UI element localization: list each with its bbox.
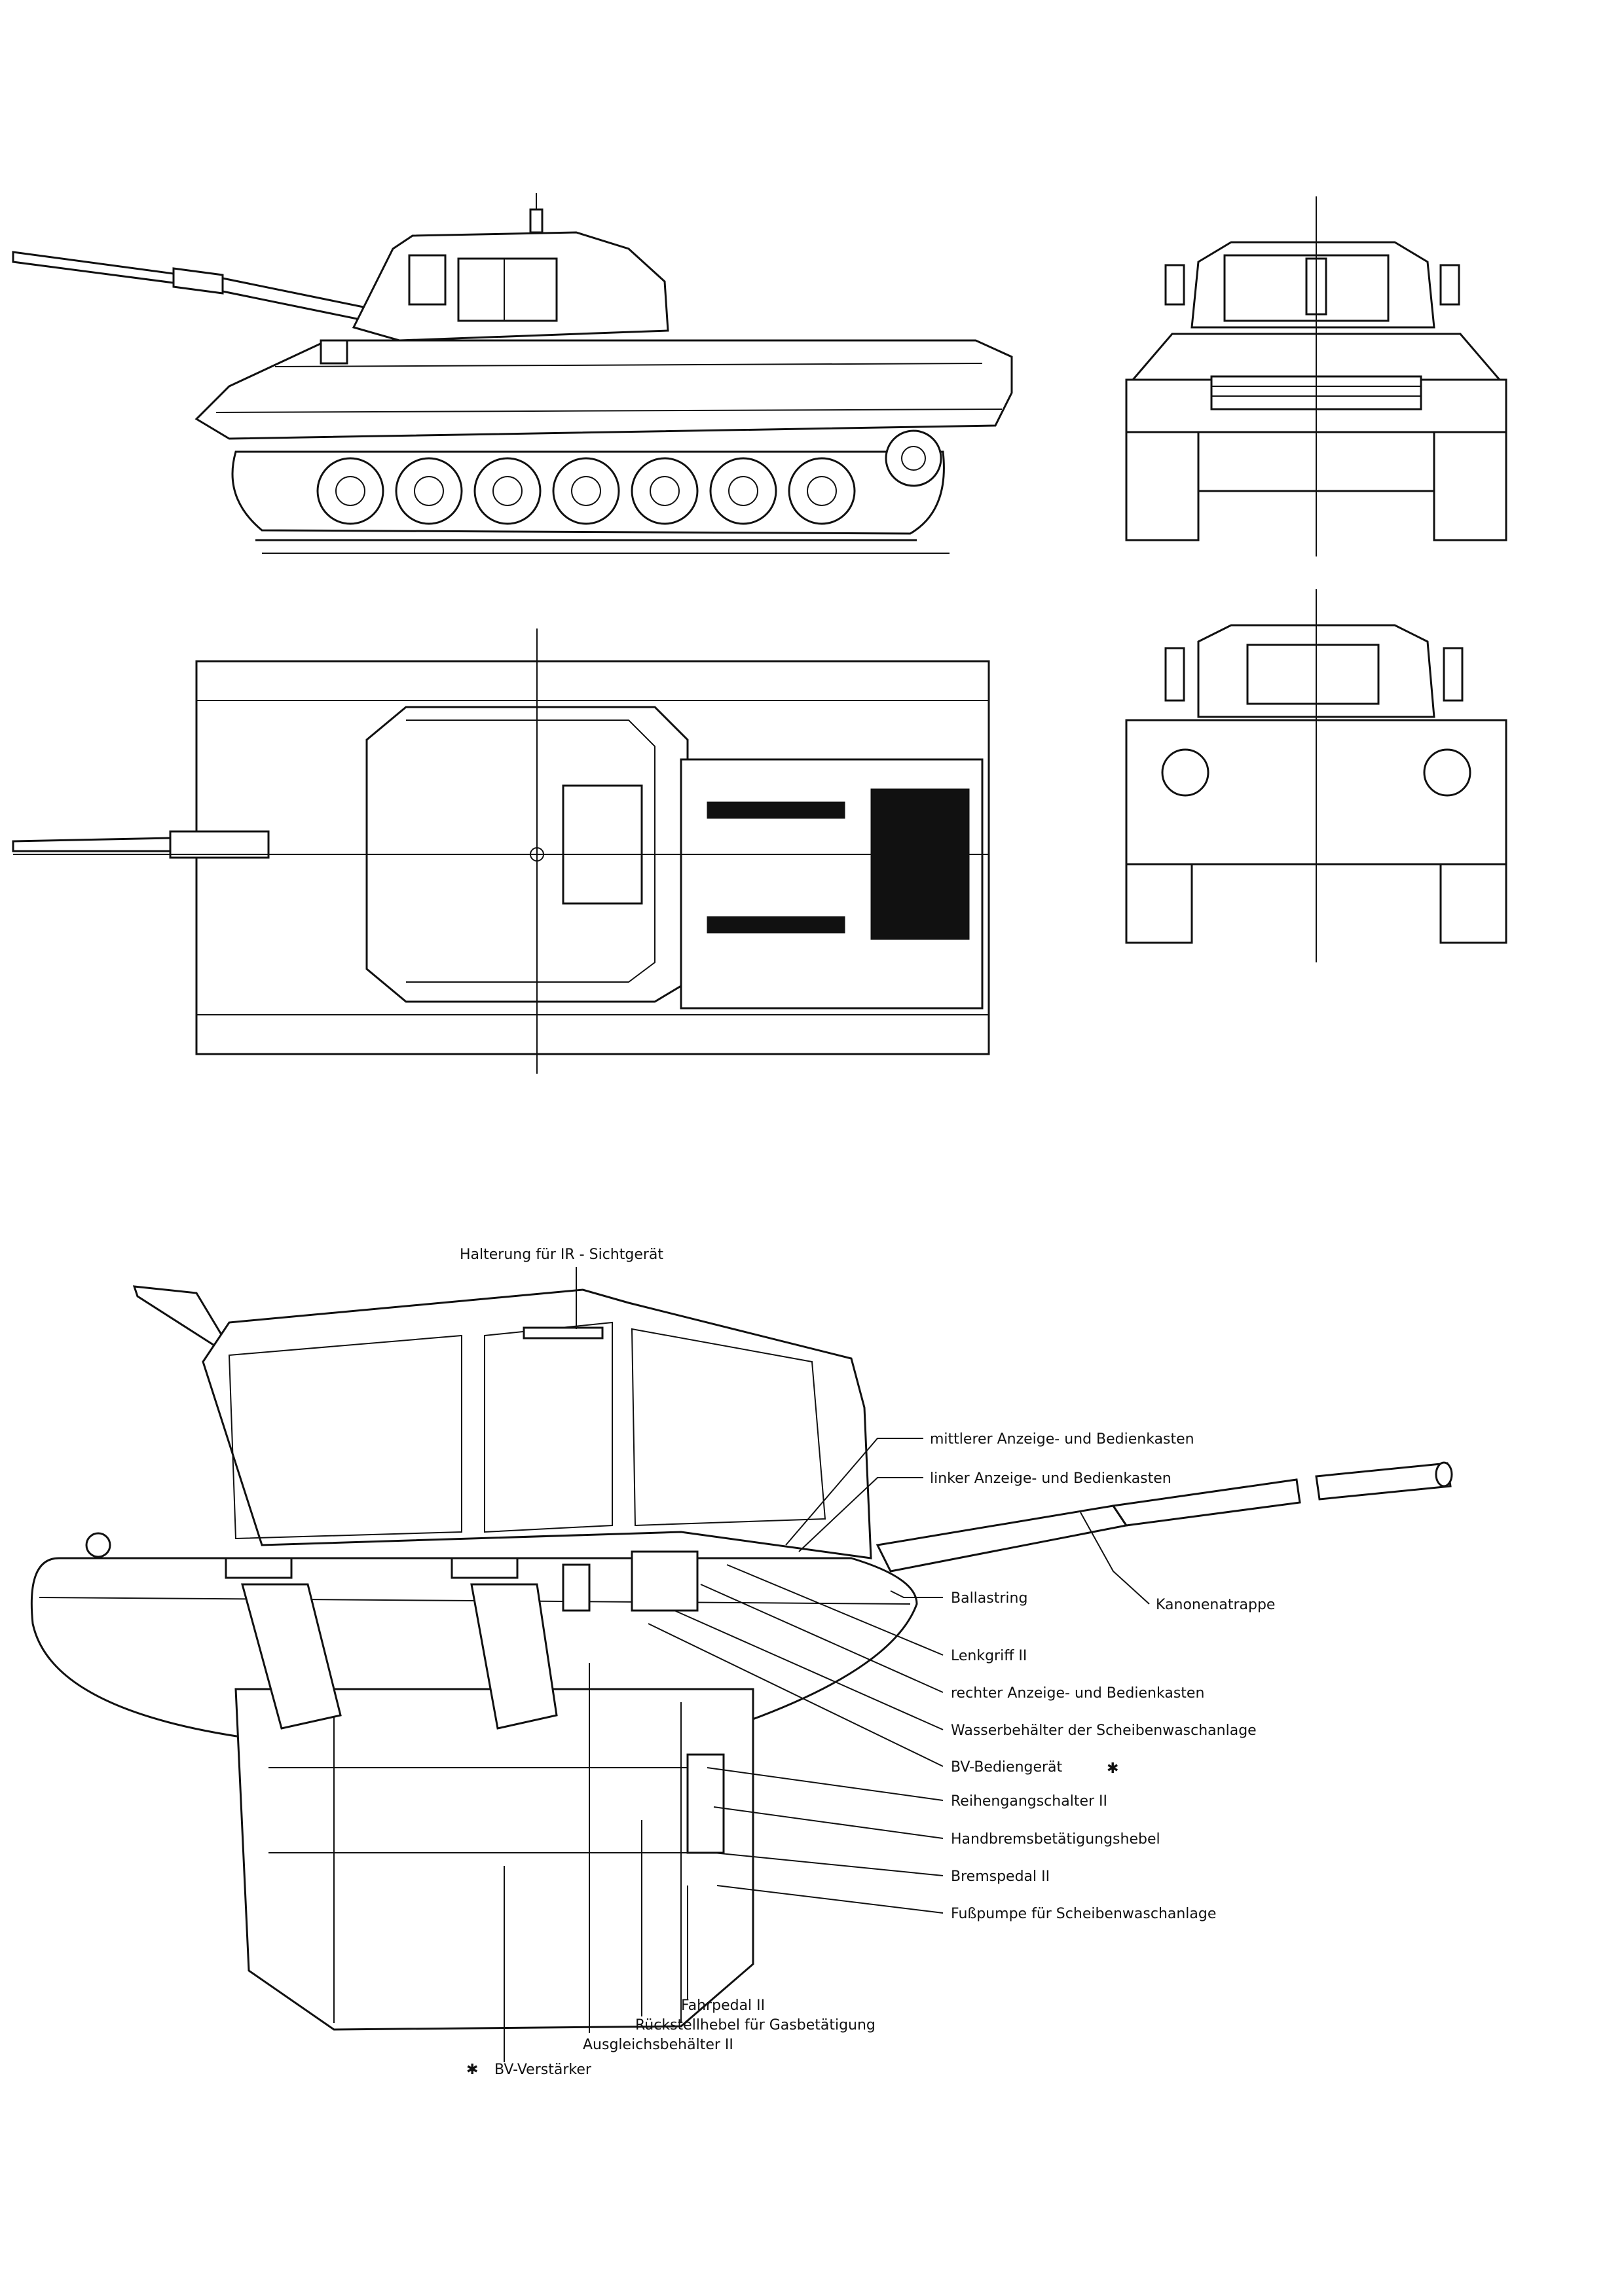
front-view-drawing xyxy=(1125,196,1507,556)
label-water-tank: Wasserbehälter der Scheibenwaschanlage xyxy=(951,1722,1257,1739)
label-bv-amp: BV-Verstärker xyxy=(494,2062,592,2078)
label-bv-unit: BV-Bediengerät xyxy=(951,1759,1063,1776)
rear-view-drawing xyxy=(1125,589,1507,962)
top-view-drawing xyxy=(12,629,990,1074)
label-left-box: linker Anzeige- und Bedienkasten xyxy=(930,1470,1172,1487)
label-bv-unit-mark: ✱ xyxy=(1107,1760,1118,1777)
label-return-lever: Rückstellhebel für Gasbetätigung xyxy=(635,2017,876,2033)
label-handbrake: Handbremsbetätigungshebel xyxy=(951,1831,1160,1848)
label-gun-dummy: Kanonenatrappe xyxy=(1156,1597,1275,1613)
label-gear-switch: Reihengangschalter II xyxy=(951,1793,1107,1810)
label-brake-pedal: Bremspedal II xyxy=(951,1868,1050,1885)
cab-cutaway-drawing xyxy=(30,1285,1453,2031)
label-steer-grip: Lenkgriff II xyxy=(951,1648,1027,1664)
leader-lines xyxy=(504,1267,1150,2062)
side-view-drawing xyxy=(12,193,1013,554)
label-bv-amp-mark: ✱ xyxy=(466,2062,478,2078)
label-ballast-ring: Ballastring xyxy=(951,1590,1027,1607)
label-gas-pedal: Fahrpedal II xyxy=(681,1997,765,2014)
label-mid-box: mittlerer Anzeige- und Bedienkasten xyxy=(930,1431,1194,1448)
label-foot-pump: Fußpumpe für Scheibenwaschanlage xyxy=(951,1906,1216,1922)
label-ir-mount: Halterung für IR - Sichtgerät xyxy=(460,1247,663,1263)
label-comp-tank: Ausgleichsbehälter II xyxy=(583,2037,733,2053)
label-right-box: rechter Anzeige- und Bedienkasten xyxy=(951,1685,1204,1702)
